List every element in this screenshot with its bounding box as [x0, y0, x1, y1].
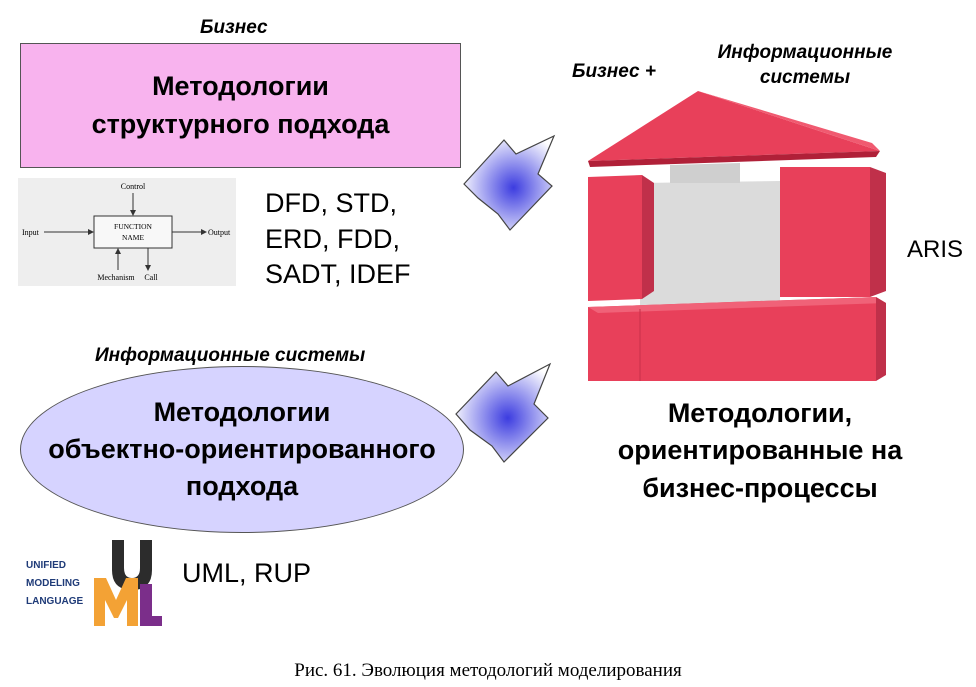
uml-logo: UNIFIED MODELING LANGUAGE [22, 538, 162, 630]
structural-box-line-2: структурного подхода [91, 108, 390, 139]
structural-methodologies-box: Методологии структурного подхода [20, 43, 461, 168]
information-systems-heading: Информационные системы [95, 345, 366, 366]
object-oriented-methodologies-ellipse: Методологии объектно-ориентированного по… [20, 366, 464, 533]
structural-notations: DFD, STD, ERD, FDD, SADT, IDEF [265, 186, 411, 293]
result-line-1: Методологии, [667, 398, 853, 428]
function-diagram: Control Input Output FUNCTION NAME Mecha… [18, 178, 236, 286]
arrow-to-business-process-top [463, 134, 556, 231]
notation-line-1: DFD, STD, [265, 188, 397, 218]
input-label: Input [22, 228, 40, 237]
structural-box-line-1: Методологии [152, 71, 329, 102]
notation-line-2: ERD, FDD, [265, 223, 400, 254]
arrow-to-business-process-bottom [455, 362, 552, 463]
result-line-2: ориентированные на [617, 435, 903, 466]
result-line-3: бизнес-процессы [642, 472, 878, 503]
ellipse-line-1: Методологии [153, 396, 331, 427]
figure-caption: Рис. 61. Эволюция методологий моделирова… [294, 660, 682, 681]
svg-text:MODELING: MODELING [26, 578, 80, 589]
house-diagram [588, 91, 886, 381]
business-plus-heading: Бизнес + [572, 61, 656, 82]
business-process-methodologies: Методологии, ориентированные на бизнес-п… [590, 395, 930, 507]
call-label: Call [144, 273, 158, 282]
output-label: Output [208, 228, 231, 237]
function-name-line-1: FUNCTION [114, 222, 153, 231]
svg-text:UNIFIED: UNIFIED [26, 560, 66, 571]
ellipse-line-2: объектно-ориентированного [48, 433, 436, 464]
control-label: Control [121, 182, 146, 191]
is-heading-line-2: системы [759, 66, 851, 88]
business-heading: Бизнес [200, 17, 268, 38]
function-name-line-2: NAME [122, 233, 145, 242]
oo-notations: UML, RUP [182, 558, 312, 588]
notation-line-3: SADT, IDEF [265, 259, 411, 290]
aris-label: ARIS [907, 236, 964, 263]
information-systems-heading-right: Информационные системы [695, 41, 915, 90]
is-heading-line-1: Информационные [717, 42, 893, 63]
mechanism-label: Mechanism [97, 273, 135, 282]
ellipse-line-3: подхода [185, 471, 299, 502]
svg-text:LANGUAGE: LANGUAGE [26, 596, 84, 607]
